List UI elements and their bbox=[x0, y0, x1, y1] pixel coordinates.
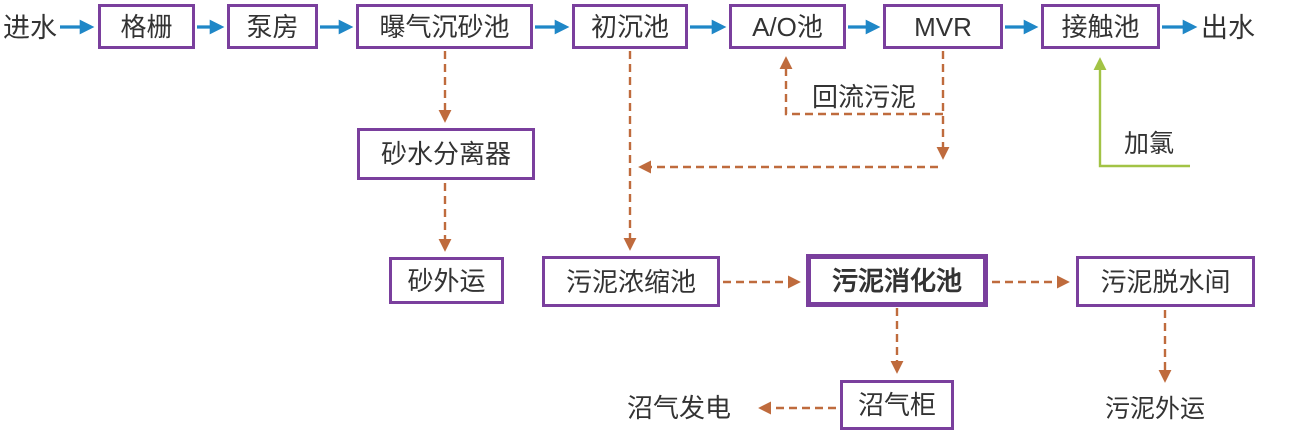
node-sand-water-separator: 砂水分离器 bbox=[357, 128, 535, 180]
node-ao-tank: A/O池 bbox=[729, 4, 846, 49]
label-effluent: 出水 bbox=[1201, 13, 1255, 43]
label-biogas-power: 沼气发电 bbox=[627, 393, 732, 423]
node-pump-house: 泵房 bbox=[227, 4, 318, 49]
node-bar-screen: 格栅 bbox=[98, 4, 195, 49]
label-chlorination: 加氯 bbox=[1124, 130, 1175, 158]
node-primary-sedimentation-tank: 初沉池 bbox=[572, 4, 688, 49]
node-mvr: MVR bbox=[883, 4, 1003, 49]
label-return-sludge: 回流污泥 bbox=[812, 82, 917, 112]
node-aerated-grit-chamber: 曝气沉砂池 bbox=[356, 4, 533, 49]
node-contact-tank: 接触池 bbox=[1041, 4, 1160, 49]
node-sludge-dewatering-room: 污泥脱水间 bbox=[1076, 256, 1255, 307]
node-sludge-thickening-tank: 污泥浓缩池 bbox=[542, 256, 720, 307]
arrow-return-sludge-to-ao-tank bbox=[779, 56, 943, 116]
node-sludge-digestion-tank: 污泥消化池 bbox=[806, 254, 988, 307]
node-sand-hauling: 砂外运 bbox=[389, 257, 504, 304]
label-sludge-hauling: 污泥外运 bbox=[1105, 395, 1206, 423]
node-biogas-holder: 沼气柜 bbox=[840, 380, 954, 430]
arrow-chlorination-to-contact-tank bbox=[1093, 57, 1190, 168]
label-influent: 进水 bbox=[3, 13, 57, 43]
